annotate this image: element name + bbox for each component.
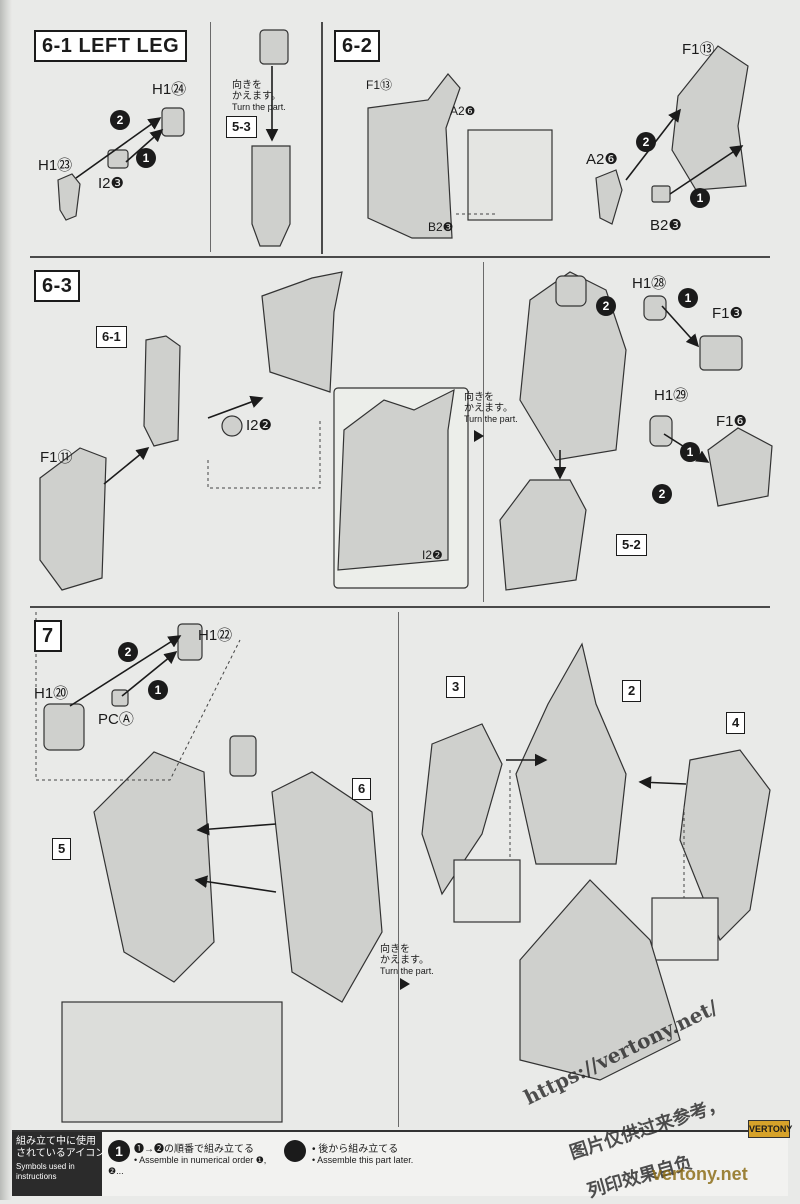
part-label-h1-24: H1㉔	[152, 81, 187, 98]
part-label-a2-6a: A2❻	[450, 104, 476, 118]
divider-6-2	[321, 22, 323, 254]
part-label-a2-6b: A2❻	[586, 151, 618, 168]
watermark-site: vertony.net	[652, 1164, 748, 1184]
page-binding-edge	[0, 0, 12, 1200]
turn-note-5-3: 向きを かえます。 Turn the part.	[232, 80, 286, 112]
legend-later-icon: • 後から組み立てる • Assemble this part later.	[284, 1132, 484, 1204]
part-label-b2-3b: B2❸	[650, 217, 682, 234]
part-label-i2-2b: I2❷	[422, 548, 443, 562]
step-6-1-label: 6-1 LEFT LEG	[34, 30, 188, 62]
order-2-badge: 2	[110, 110, 130, 130]
order-2-badge: 2	[636, 132, 656, 152]
part-label-f1-13a: F1⑬	[366, 78, 393, 92]
divider-5-3	[210, 22, 211, 252]
later-icon	[284, 1140, 306, 1162]
vertony-logo: VERTONY	[748, 1120, 792, 1138]
ref-5-2: 5-2	[616, 534, 647, 556]
legend-title: 組み立て中に使用 されているアイコン Symbols used in instr…	[12, 1132, 105, 1196]
step-6-2-label: 6-2	[334, 30, 381, 62]
order-1-badge: 1	[148, 680, 168, 700]
ref-5-3: 5-3	[226, 116, 257, 138]
legend-order-icon: 1 ❶→❷の順番で組み立てる • Assemble in numerical o…	[108, 1132, 278, 1204]
ref-6: 6	[352, 778, 372, 800]
part-label-h1-23: H1㉓	[38, 157, 73, 174]
divider-6-3-right	[483, 262, 484, 602]
part-label-h1-20: H1⑳	[34, 685, 69, 702]
order-1-badge: 1	[136, 148, 156, 168]
divider-row2	[30, 606, 770, 608]
part-label-i2-3: I2❸	[98, 175, 124, 192]
step-6-3-label: 6-3	[34, 270, 81, 302]
part-label-f1-11: F1⑪	[40, 449, 73, 466]
order-1-badge: 1	[678, 288, 698, 308]
turn-note-7: 向きを かえます。 Turn the part.	[380, 944, 434, 976]
turn-note-6-3: 向きを かえます。 Turn the part.	[464, 392, 518, 424]
part-label-h1-22: H1㉒	[198, 627, 233, 644]
symbol-legend: 組み立て中に使用 されているアイコン Symbols used in instr…	[12, 1130, 788, 1196]
ref-2: 2	[622, 680, 642, 702]
part-label-i2-2a: I2❷	[246, 417, 272, 434]
divider-7-right	[398, 612, 399, 1127]
part-label-pca: PCⒶ	[98, 711, 134, 728]
step-7-label: 7	[34, 620, 62, 652]
ref-4: 4	[726, 712, 746, 734]
order-2-badge: 2	[118, 642, 138, 662]
part-label-f1-6: F1❻	[716, 413, 747, 430]
ref-5: 5	[52, 838, 72, 860]
order-1-badge: 1	[690, 188, 710, 208]
order-2-badge: 2	[652, 484, 672, 504]
part-label-f1-13b: F1⑬	[682, 41, 715, 58]
order-1-badge: 1	[680, 442, 700, 462]
divider-row1	[30, 256, 770, 258]
ref-3: 3	[446, 676, 466, 698]
part-label-h1-28: H1㉘	[632, 275, 667, 292]
part-label-b2-3a: B2❸	[428, 220, 454, 234]
ref-6-1: 6-1	[96, 326, 127, 348]
order-2-badge: 2	[596, 296, 616, 316]
part-label-h1-29: H1㉙	[654, 387, 689, 404]
part-label-f1-3: F1❸	[712, 305, 743, 322]
